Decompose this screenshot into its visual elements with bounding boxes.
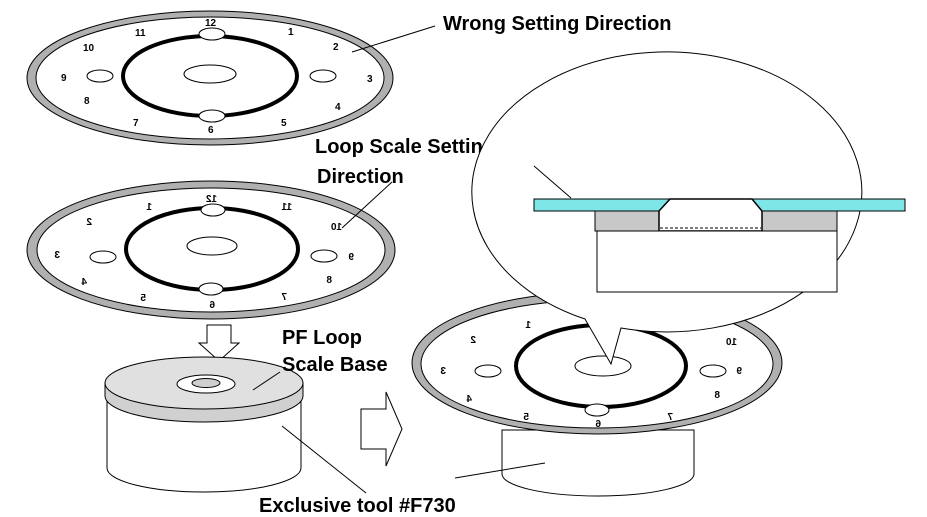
- dial-correct-hole-left: [89, 250, 117, 264]
- label-loop-scale-direction-line2: Direction: [317, 166, 404, 188]
- dial-correct-hole-bottom: [198, 282, 224, 296]
- dial-wrong-hole-top: [198, 27, 226, 41]
- pf-base-hole-inner: [191, 378, 221, 388]
- dial-correct-num-8: 8: [326, 275, 332, 286]
- dial-correct-num-5: 5: [140, 293, 146, 304]
- mounted-num-2: 2: [470, 335, 476, 346]
- detail-base-block-left: [594, 210, 660, 232]
- dial-correct-center-hole: [186, 236, 238, 256]
- mounted-tool-body: [501, 429, 695, 497]
- tool-cylinder-body: [106, 396, 302, 493]
- mounted-dial-hole-bottom: [584, 403, 610, 417]
- leader-loop-scale-direction: [341, 181, 393, 229]
- mounted-num-9: 9: [736, 366, 742, 377]
- mounted-num-6: 6: [595, 419, 601, 430]
- mounted-num-1: 1: [525, 320, 531, 331]
- dial-wrong-num-12: 12: [205, 18, 217, 29]
- magnifier-pointer-line: [533, 165, 572, 199]
- mounted-num-5: 5: [523, 412, 529, 423]
- dial-wrong-center-hole: [183, 64, 237, 84]
- mounted-dial-hole-right: [699, 364, 727, 378]
- dial-wrong-hole-right: [309, 69, 337, 83]
- label-exclusive-tool: Exclusive tool #F730: [259, 495, 456, 517]
- dial-wrong-num-1: 1: [288, 27, 294, 38]
- label-loop-scale-direction-line1: Loop Scale Setting: [315, 136, 495, 158]
- leader-pf-base: [252, 371, 281, 391]
- dial-wrong-direction: 12 1 2 3 4 5 6 7 8 9 10 11: [26, 10, 394, 146]
- down-arrow: [197, 324, 241, 362]
- detail-base-block-right: [761, 210, 838, 232]
- dial-correct-hole-right: [310, 249, 338, 263]
- dial-correct-num-7: 7: [281, 292, 287, 303]
- right-arrow: [360, 391, 403, 467]
- mounted-num-8: 8: [714, 390, 720, 401]
- dial-wrong-hole-left: [86, 69, 114, 83]
- label-pf-base-line1: PF Loop: [282, 327, 362, 349]
- detail-body-block: [596, 230, 838, 293]
- mounted-num-10: 10: [725, 337, 737, 348]
- label-pf-base-line2: Scale Base: [282, 354, 388, 376]
- leader-exclusive-tool-left: [281, 425, 367, 494]
- dial-correct-num-11: 11: [281, 202, 292, 213]
- dial-correct-num-6: 6: [209, 300, 215, 311]
- magnified-detail: [471, 51, 906, 366]
- leader-exclusive-tool: [454, 462, 546, 479]
- mounted-dial-hole-left: [474, 364, 502, 378]
- leader-wrong-direction: [351, 25, 436, 53]
- dial-wrong-hole-bottom: [198, 109, 226, 123]
- dial-wrong-num-4: 4: [335, 102, 341, 113]
- dial-correct-num-12: 12: [205, 194, 217, 205]
- mounted-dial-center-hole: [574, 355, 632, 377]
- label-wrong-direction: Wrong Setting Direction: [443, 13, 672, 35]
- dial-wrong-num-7: 7: [133, 118, 139, 129]
- detail-center-piece: [658, 198, 763, 232]
- dial-correct-num-3: 3: [54, 250, 60, 261]
- mounted-num-7: 7: [667, 412, 673, 423]
- dial-wrong-num-11: 11: [135, 28, 146, 39]
- dial-correct-num-2: 2: [86, 217, 92, 228]
- mounted-num-3: 3: [440, 366, 446, 377]
- dial-wrong-num-10: 10: [83, 43, 95, 54]
- pf-base-assembly: [104, 356, 304, 493]
- dial-wrong-num-9: 9: [61, 73, 67, 84]
- dial-correct-hole-top: [200, 203, 226, 217]
- dial-wrong-num-5: 5: [281, 118, 287, 129]
- dial-wrong-num-3: 3: [367, 74, 373, 85]
- dial-correct-num-9: 9: [348, 252, 354, 263]
- mounted-num-4: 4: [466, 394, 472, 405]
- dial-correct-direction: 12 11 10 9 8 7 6 5 4 3 2 1: [26, 180, 396, 320]
- dial-correct-num-10: 10: [330, 222, 342, 233]
- dial-correct-num-1: 1: [146, 202, 152, 213]
- dial-correct-num-4: 4: [81, 277, 87, 288]
- dial-wrong-num-2: 2: [333, 42, 339, 53]
- dial-wrong-num-6: 6: [208, 125, 214, 136]
- dial-wrong-num-8: 8: [84, 96, 90, 107]
